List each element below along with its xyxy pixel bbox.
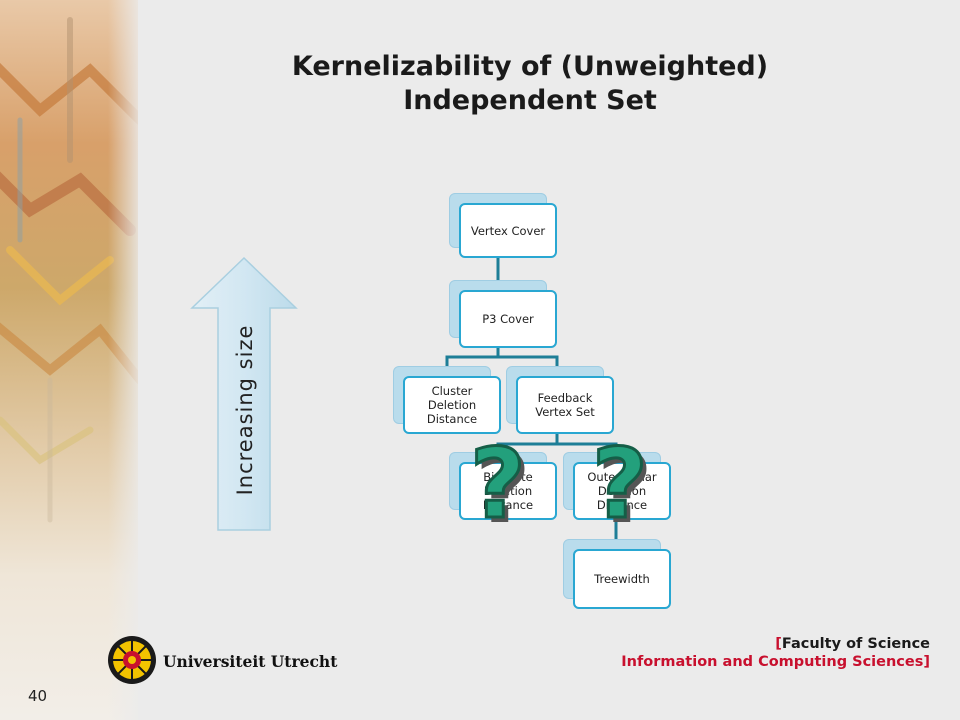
node-p3-cover: P3 Cover xyxy=(449,280,557,348)
page-number: 40 xyxy=(28,687,48,705)
question-mark-bipartite: ? xyxy=(469,428,528,540)
node-label: Treewidth xyxy=(573,549,671,609)
node-feedback-vertex-set: Feedback Vertex Set xyxy=(506,366,614,434)
node-label: Outerplanar Deletion Distance xyxy=(573,462,671,520)
slide-title: Kernelizability of (Unweighted) Independ… xyxy=(200,50,860,118)
university-seal-logo xyxy=(108,636,156,684)
node-vertex-cover: Vertex Cover xyxy=(449,193,557,258)
question-mark-outerplanar: ? xyxy=(591,428,650,540)
node-outerplanar-deletion-distance: Outerplanar Deletion Distance xyxy=(563,452,671,520)
side-image-fade xyxy=(108,0,168,720)
title-line-2: Independent Set xyxy=(403,85,657,116)
node-label: Vertex Cover xyxy=(459,203,557,258)
department-name: Information and Computing Sciences] xyxy=(621,654,930,670)
molecule-pattern-image xyxy=(0,17,138,523)
title-line-1: Kernelizability of (Unweighted) xyxy=(291,51,769,82)
university-name: Universiteit Utrecht xyxy=(163,652,338,671)
node-label: Feedback Vertex Set xyxy=(516,376,614,434)
node-bipartite-deletion-distance: Bipartite Deletion Distance xyxy=(449,452,557,520)
node-label: Cluster Deletion Distance xyxy=(403,376,501,434)
node-treewidth: Treewidth xyxy=(563,539,671,609)
increasing-size-arrow xyxy=(190,256,298,531)
faculty-name: [Faculty of Science xyxy=(775,636,930,652)
node-label: Bipartite Deletion Distance xyxy=(459,462,557,520)
node-label: P3 Cover xyxy=(459,290,557,348)
node-cluster-deletion-distance: Cluster Deletion Distance xyxy=(393,366,501,434)
